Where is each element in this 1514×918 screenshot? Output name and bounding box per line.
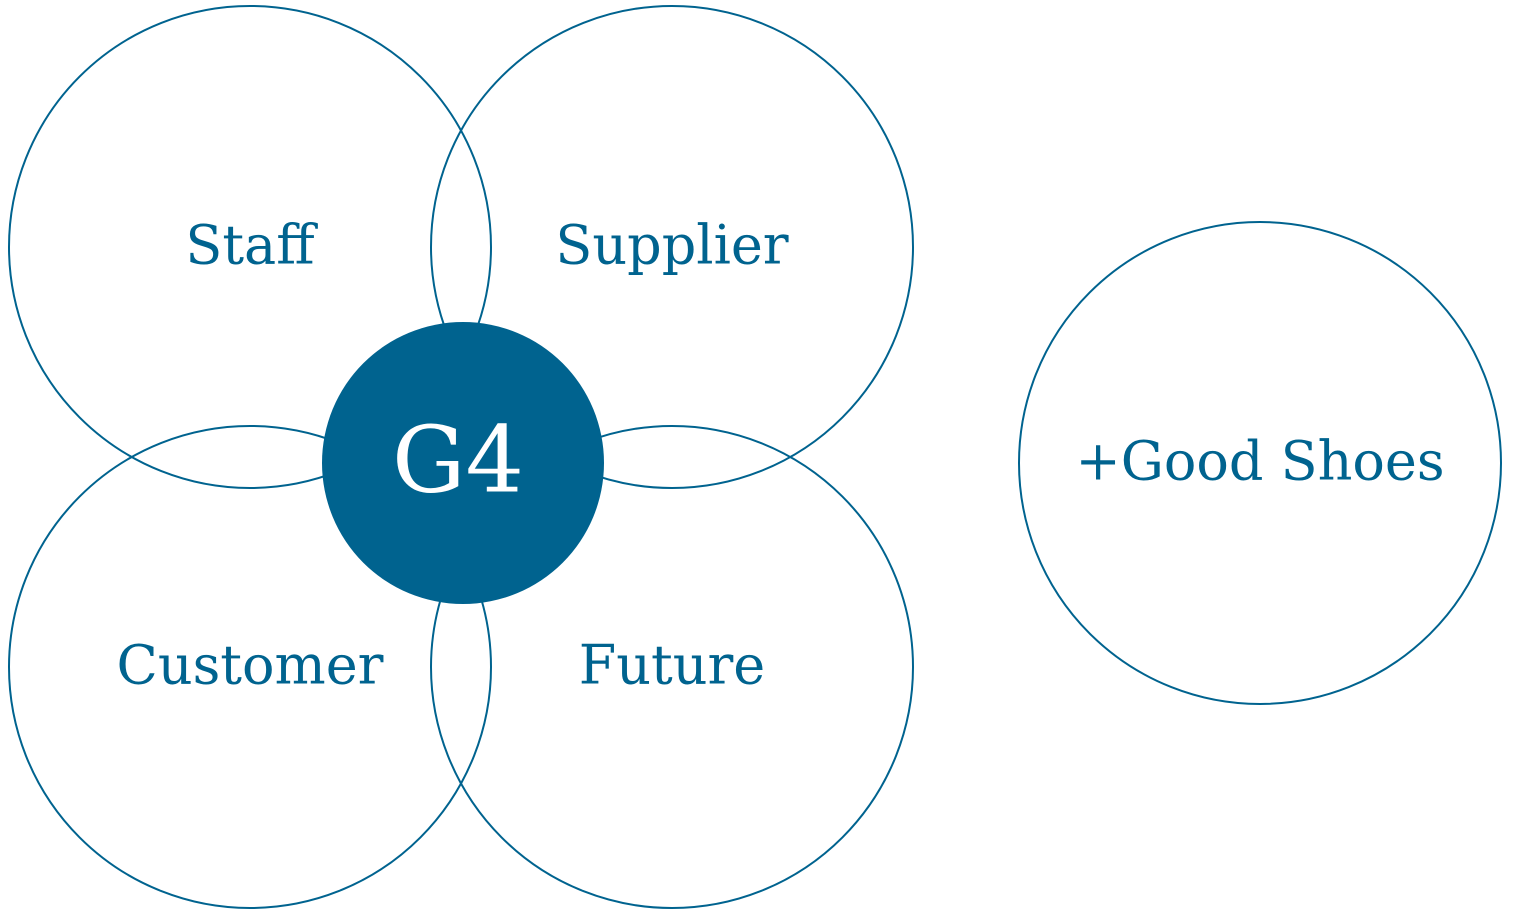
- staff-label: Staff: [185, 214, 318, 277]
- future-label: Future: [579, 634, 766, 697]
- supplier-circle: [430, 5, 914, 489]
- customer-circle: [8, 425, 492, 909]
- supplier-label: Supplier: [555, 214, 788, 277]
- customer-label: Customer: [117, 634, 384, 697]
- g4-center-circle: [322, 322, 604, 604]
- good-shoes-label: +Good Shoes: [1075, 430, 1444, 493]
- good-shoes-circle: [1018, 221, 1502, 705]
- staff-circle: [8, 5, 492, 489]
- g4-label: G4: [392, 407, 524, 514]
- future-circle: [430, 425, 914, 909]
